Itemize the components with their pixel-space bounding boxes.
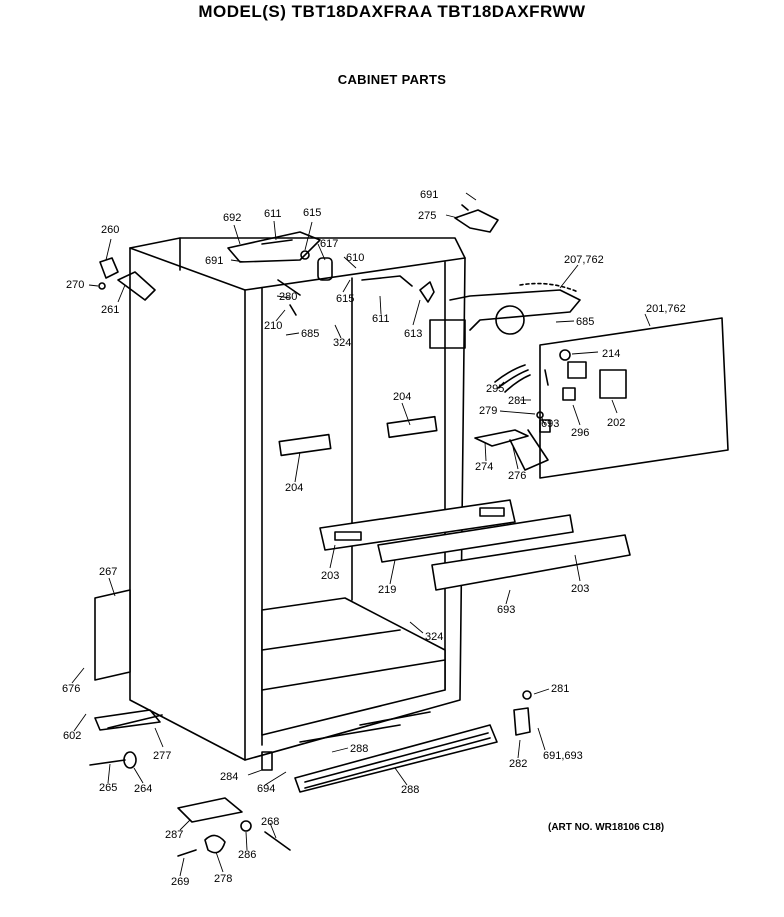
label-274: 274 xyxy=(475,461,493,473)
label-282: 282 xyxy=(509,758,527,770)
label-685-left: 685 xyxy=(301,328,319,340)
label-276: 276 xyxy=(508,470,526,482)
top-hinge-assembly xyxy=(227,231,321,263)
label-281-top: 281 xyxy=(508,395,526,407)
label-203-left: 203 xyxy=(321,570,339,582)
label-692: 692 xyxy=(223,212,241,224)
hinge-282 xyxy=(513,690,532,736)
label-278: 278 xyxy=(214,873,232,885)
cabinet-shell xyxy=(129,237,466,761)
label-610: 610 xyxy=(346,252,364,264)
label-260: 260 xyxy=(101,224,119,236)
label-295: 295 xyxy=(486,383,504,395)
label-691-top: 691 xyxy=(420,189,438,201)
label-280: 280 xyxy=(279,291,297,303)
rail-219 xyxy=(377,514,574,563)
label-288-top: 288 xyxy=(350,743,368,755)
damper-assembly xyxy=(277,257,435,316)
label-207-762: 207,762 xyxy=(564,254,604,266)
label-265: 265 xyxy=(99,782,117,794)
label-281-bottom: 281 xyxy=(551,683,569,695)
label-210: 210 xyxy=(264,320,282,332)
washer-286 xyxy=(240,820,252,832)
screw-269 xyxy=(177,849,197,857)
bracket-277 xyxy=(94,709,163,731)
panel-267 xyxy=(94,589,131,681)
label-691-693: 691,693 xyxy=(543,750,583,762)
label-288-bottom: 288 xyxy=(401,784,419,796)
label-284: 284 xyxy=(220,771,238,783)
evaporator-fan-bracket xyxy=(429,282,581,349)
screw-268 xyxy=(264,831,291,851)
label-613: 613 xyxy=(404,328,422,340)
label-694: 694 xyxy=(257,783,275,795)
label-296: 296 xyxy=(571,427,589,439)
bracket-284 xyxy=(261,751,273,771)
label-204-right: 204 xyxy=(393,391,411,403)
label-264: 264 xyxy=(134,783,152,795)
label-270: 270 xyxy=(66,279,84,291)
hinge-260 xyxy=(98,257,156,301)
label-693-top: 693 xyxy=(541,418,559,430)
label-324-top: 324 xyxy=(333,337,351,349)
label-275: 275 xyxy=(418,210,436,222)
label-267: 267 xyxy=(99,566,117,578)
label-202: 202 xyxy=(607,417,625,429)
shelf-support-left xyxy=(278,433,332,457)
label-676: 676 xyxy=(62,683,80,695)
label-286: 286 xyxy=(238,849,256,861)
label-611-top: 611 xyxy=(264,208,282,220)
label-204-left: 204 xyxy=(285,482,303,494)
art-number: (ART NO. WR18106 C18) xyxy=(548,822,665,833)
leader-lines xyxy=(71,192,651,877)
hinge-275 xyxy=(454,204,499,233)
grille-288 xyxy=(294,724,498,793)
label-615-top: 615 xyxy=(303,207,321,219)
label-214: 214 xyxy=(602,348,620,360)
label-691-left: 691 xyxy=(205,255,223,267)
shelf-support-right xyxy=(386,415,438,439)
label-602: 602 xyxy=(63,730,81,742)
rail-203-left xyxy=(319,499,516,551)
label-615-mid: 615 xyxy=(336,293,354,305)
wire-harness xyxy=(494,364,531,393)
label-287: 287 xyxy=(165,829,183,841)
label-685-right: 685 xyxy=(576,316,594,328)
label-277: 277 xyxy=(153,750,171,762)
rail-203-right xyxy=(431,534,631,591)
page-title: MODEL(S) TBT18DAXFRAA TBT18DAXFRWW xyxy=(198,2,586,21)
bracket-287 xyxy=(177,797,243,823)
cam-278 xyxy=(204,834,226,854)
label-269: 269 xyxy=(171,876,189,888)
label-324-bottom: 324 xyxy=(425,631,443,643)
label-279: 279 xyxy=(479,405,497,417)
label-203-right: 203 xyxy=(571,583,589,595)
label-611-mid: 611 xyxy=(372,313,390,325)
label-268: 268 xyxy=(261,816,279,828)
label-201-762: 201,762 xyxy=(646,303,686,315)
label-617: 617 xyxy=(320,238,338,250)
control-panel-201 xyxy=(539,317,729,479)
section-subtitle: CABINET PARTS xyxy=(337,72,447,87)
label-261: 261 xyxy=(101,304,119,316)
label-693-mid: 693 xyxy=(497,604,515,616)
thermostat-bracket xyxy=(474,411,551,471)
roller-264 xyxy=(89,751,137,769)
label-219: 219 xyxy=(378,584,396,596)
part-number-labels: 691 275 207,762 201,762 685 214 260 270 … xyxy=(62,189,686,888)
